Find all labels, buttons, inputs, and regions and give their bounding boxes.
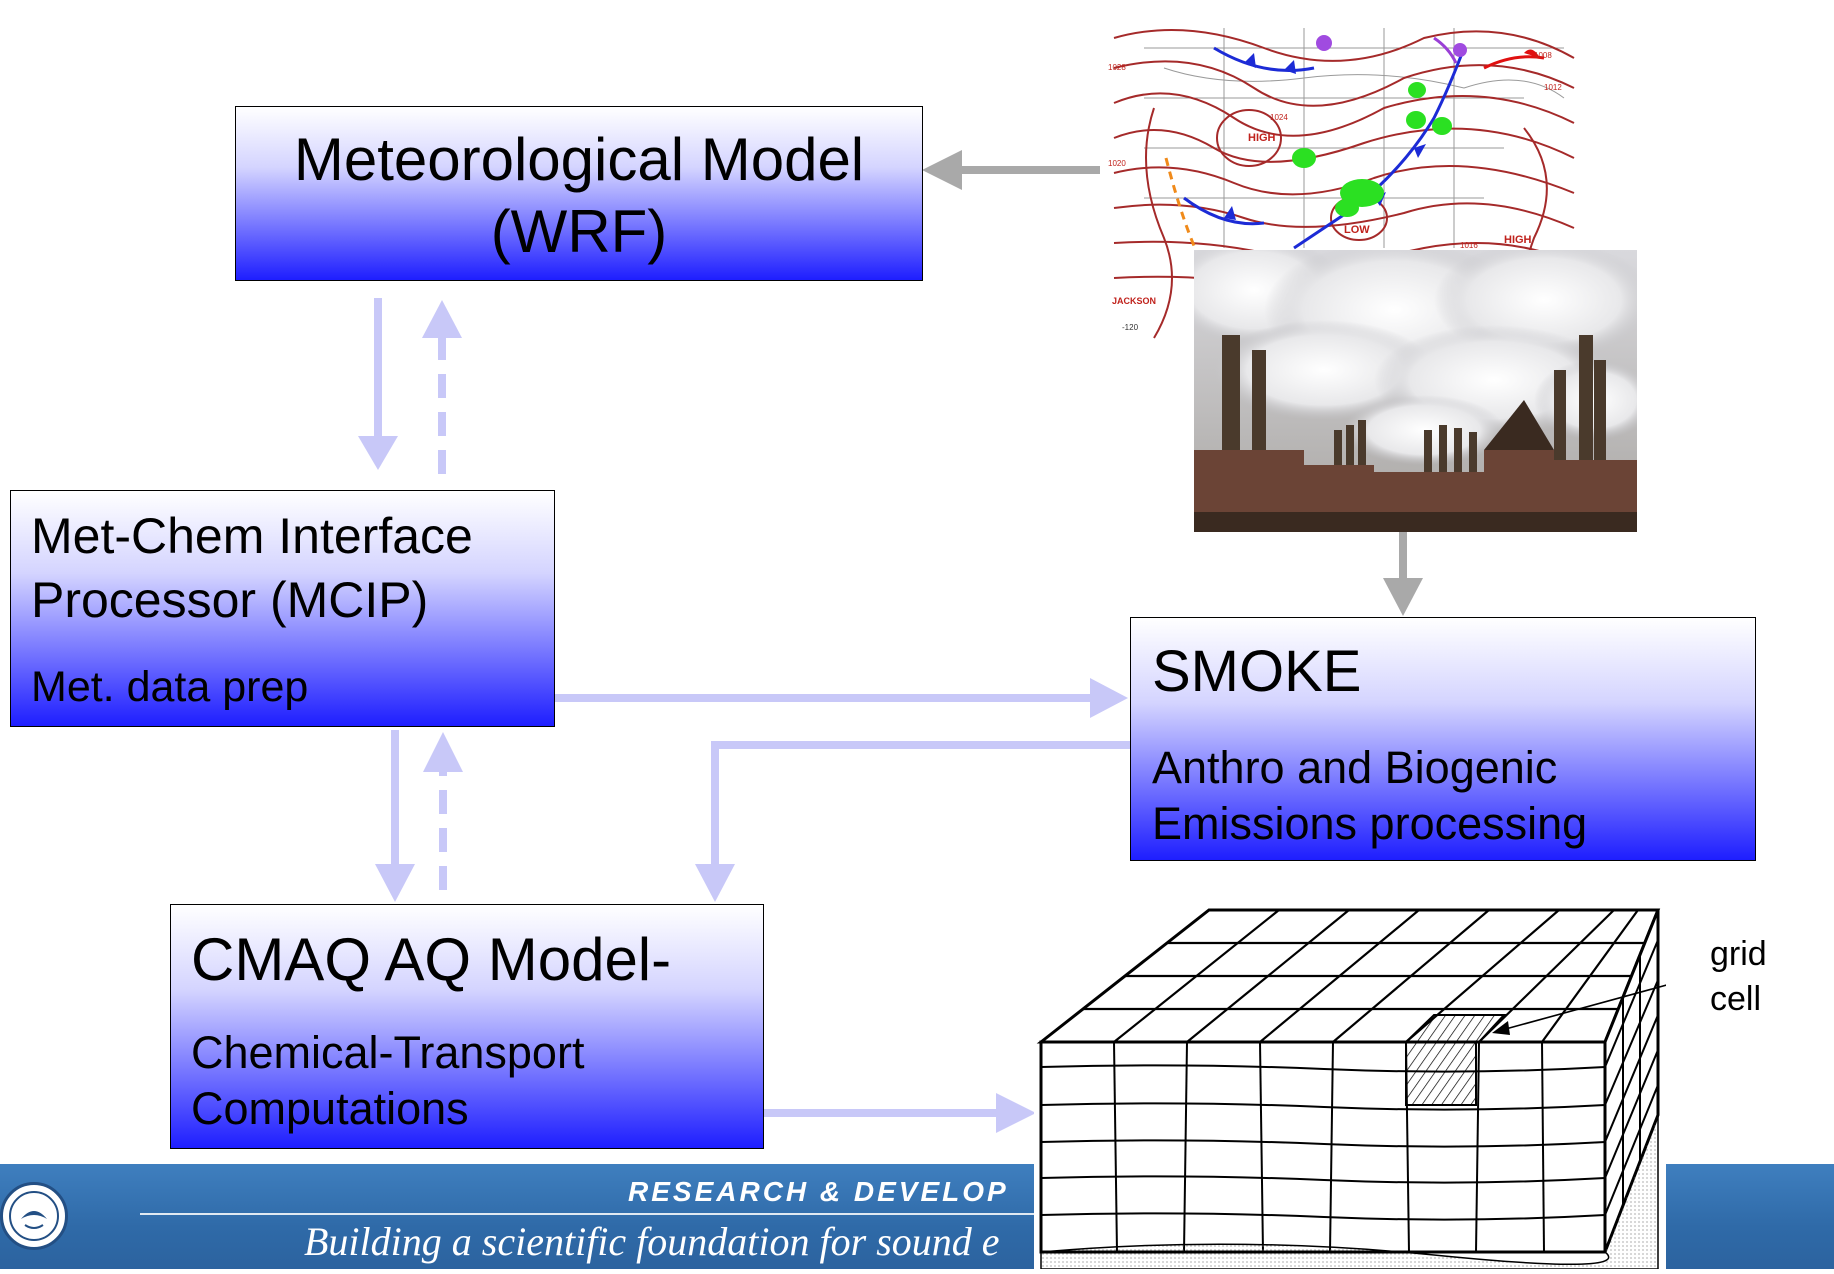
mcip-description: Met. data prep bbox=[31, 663, 309, 711]
smoke-box: SMOKE Anthro and Biogenic Emissions proc… bbox=[1130, 617, 1756, 861]
grid-cell-label-line2: cell bbox=[1710, 980, 1762, 1018]
mcip-box: Met-Chem Interface Processor (MCIP) Met.… bbox=[10, 490, 555, 727]
smoke-description-line2: Emissions processing bbox=[1152, 798, 1588, 849]
cmaq-title: CMAQ AQ Model- bbox=[191, 926, 672, 993]
smoke-title: SMOKE bbox=[1152, 639, 1362, 704]
map-label-1024: 1024 bbox=[1270, 113, 1288, 122]
emissions-smokestack-photo bbox=[1194, 250, 1637, 532]
arrow-cmaq-to-grid bbox=[764, 1093, 1036, 1133]
arrow-met-model-to-mcip bbox=[358, 298, 398, 470]
arrow-mcip-to-cmaq bbox=[375, 730, 415, 902]
map-label-low: LOW bbox=[1344, 224, 1370, 236]
footer-heading: RESEARCH & DEVELOP bbox=[628, 1176, 1009, 1207]
mcip-title-line1: Met-Chem Interface bbox=[31, 508, 473, 564]
footer-graphics bbox=[140, 1213, 1040, 1215]
arrow-emissions-to-smoke bbox=[1383, 530, 1423, 616]
cmaq-description-line2: Computations bbox=[191, 1083, 469, 1134]
map-label-longitude: -120 bbox=[1122, 323, 1139, 332]
map-label-jackson: JACKSON bbox=[1112, 296, 1156, 306]
map-label-1028: 1028 bbox=[1108, 63, 1126, 72]
met-model-subtitle: (WRF) bbox=[490, 198, 668, 265]
map-label-high-1: HIGH bbox=[1248, 132, 1276, 144]
footer-slogan: Building a scientific foundation for sou… bbox=[304, 1219, 1000, 1264]
smoke-description-line1: Anthro and Biogenic bbox=[1152, 742, 1558, 793]
map-label-high-2: HIGH bbox=[1504, 234, 1532, 246]
arrow-weather-to-met-model bbox=[922, 150, 1100, 190]
map-label-1012: 1012 bbox=[1544, 83, 1562, 92]
epa-seal-icon bbox=[0, 1182, 68, 1250]
cmaq-box: CMAQ AQ Model- Chemical-Transport Comput… bbox=[170, 904, 764, 1149]
grid-cell-diagram bbox=[1034, 905, 1675, 1270]
grid-cell-label-line1: grid bbox=[1710, 935, 1767, 973]
map-label-1020: 1020 bbox=[1108, 159, 1126, 168]
mcip-title-line2: Processor (MCIP) bbox=[31, 572, 429, 628]
arrow-mcip-to-met-model-dashed bbox=[422, 300, 462, 474]
map-label-1016: 1016 bbox=[1460, 241, 1478, 250]
map-label-1008: 1008 bbox=[1534, 51, 1552, 60]
cmaq-description-line1: Chemical-Transport bbox=[191, 1027, 585, 1078]
arrow-mcip-to-smoke bbox=[554, 678, 1128, 718]
arrow-cmaq-to-mcip-dashed bbox=[423, 732, 463, 890]
arrow-smoke-to-cmaq bbox=[695, 741, 1130, 902]
met-model-box: Meteorological Model (WRF) bbox=[235, 106, 923, 281]
met-model-title: Meteorological Model bbox=[293, 126, 865, 193]
